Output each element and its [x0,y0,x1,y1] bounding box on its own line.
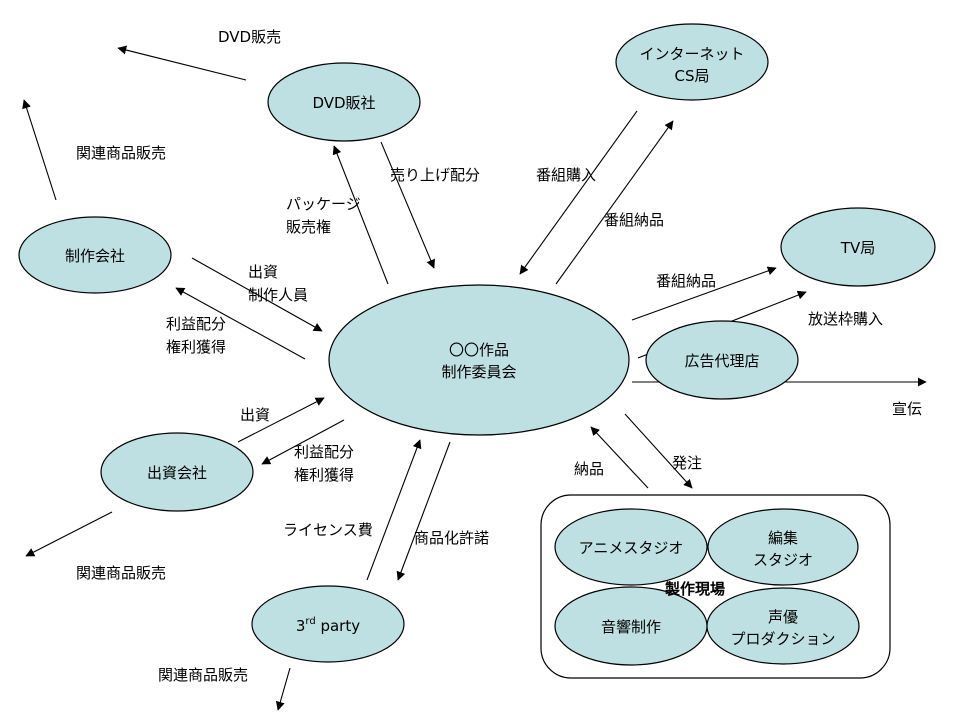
arrow-cs-to-committee-purchase [519,110,638,275]
editing-studio-node[interactable] [707,508,859,586]
editing-studio-label-line1: 編集 [768,529,798,547]
production-site-label: 製作現場 [664,580,725,598]
arrow-site-to-committee-delivery [590,426,649,489]
label-slot-purchase: 放送枠購入 [808,310,883,328]
third-party-node[interactable] [251,585,405,663]
label-profit-rights-investor-line1: 利益配分 [294,443,354,461]
label-program-delivery-tv: 番組納品 [656,272,716,290]
arrow-committee-to-tv-delivery [631,266,777,321]
anime-studio-label: アニメスタジオ [579,539,684,557]
edges [22,45,927,711]
committee-label-line1: 〇〇作品 [449,341,509,359]
internet-cs-label-line1: インターネット [639,45,744,63]
arrow-third-party-license-fee [366,439,422,581]
label-investment-staff-line1: 出資 [248,263,278,281]
label-order: 発注 [672,454,702,472]
label-package-rights-line1: パッケージ [286,195,361,213]
voice-agency-node[interactable] [706,587,860,665]
label-goods-sales-top: 関連商品販売 [76,144,166,162]
arrow-dvd-sales [117,45,247,81]
label-investment: 出資 [240,406,270,424]
committee-label-line2: 制作委員会 [441,363,516,381]
arrow-third-party-goods-sales [275,667,291,711]
label-profit-rights-investor-line2: 権利獲得 [294,466,354,484]
label-investment-staff-line2: 制作人員 [248,286,308,304]
arrow-committee-to-production [175,287,306,360]
third-party-label: 3rd party [296,616,360,635]
internet-cs-node[interactable] [615,23,769,101]
label-delivery: 納品 [574,460,604,478]
dvd-company-label: DVD販社 [312,94,375,112]
arrow-investor-goods-sales [25,511,113,557]
ad-agency-label: 広告代理店 [684,352,759,370]
label-sales-share: 売り上げ配分 [390,166,480,184]
label-program-purchase: 番組購入 [536,166,596,184]
ad-agency-node[interactable] [645,320,799,400]
label-goods-sales-bottom: 関連商品販売 [158,666,248,684]
arrow-production-to-committee [191,257,323,332]
label-profit-rights-left-line2: 権利獲得 [166,338,226,356]
label-license-fee: ライセンス費 [283,521,373,539]
label-package-rights-line2: 販売権 [286,218,331,236]
arrow-investor-to-committee [237,397,325,443]
committee-node[interactable] [328,284,630,436]
investor-company-label: 出資会社 [147,464,207,482]
label-merch-license: 商品化許諾 [414,529,489,547]
arrow-dvd-to-committee-sales-share [380,141,435,269]
voice-agency-label-line2: プロダクション [730,630,835,648]
tv-station-node[interactable] [780,207,936,287]
arrow-production-goods-sales [22,99,57,201]
label-goods-sales-left: 関連商品販売 [76,564,166,582]
editing-studio-label-line2: スタジオ [753,551,813,569]
arrow-committee-merch-license [396,441,451,581]
internet-cs-label-line2: CS局 [675,67,710,85]
sound-production-label: 音響制作 [601,618,661,636]
label-promotion: 宣伝 [892,400,922,418]
anime-studio-node[interactable] [554,508,708,586]
label-profit-rights-left-line1: 利益配分 [166,315,226,333]
investor-company-node[interactable] [100,432,254,512]
production-company-label: 制作会社 [65,247,125,265]
production-company-node[interactable] [18,216,172,294]
arrow-committee-to-investor [261,419,345,465]
dvd-company-node[interactable] [267,62,421,142]
label-dvd-sales: DVD販売 [218,28,281,46]
arrow-committee-to-cs-delivery [555,120,674,285]
label-program-delivery-cs: 番組納品 [604,211,664,229]
tv-station-label: TV局 [840,239,875,257]
arrow-committee-to-site-order [624,413,693,489]
voice-agency-label-line1: 声優 [768,608,798,626]
arrow-committee-to-dvd-package [332,145,389,285]
